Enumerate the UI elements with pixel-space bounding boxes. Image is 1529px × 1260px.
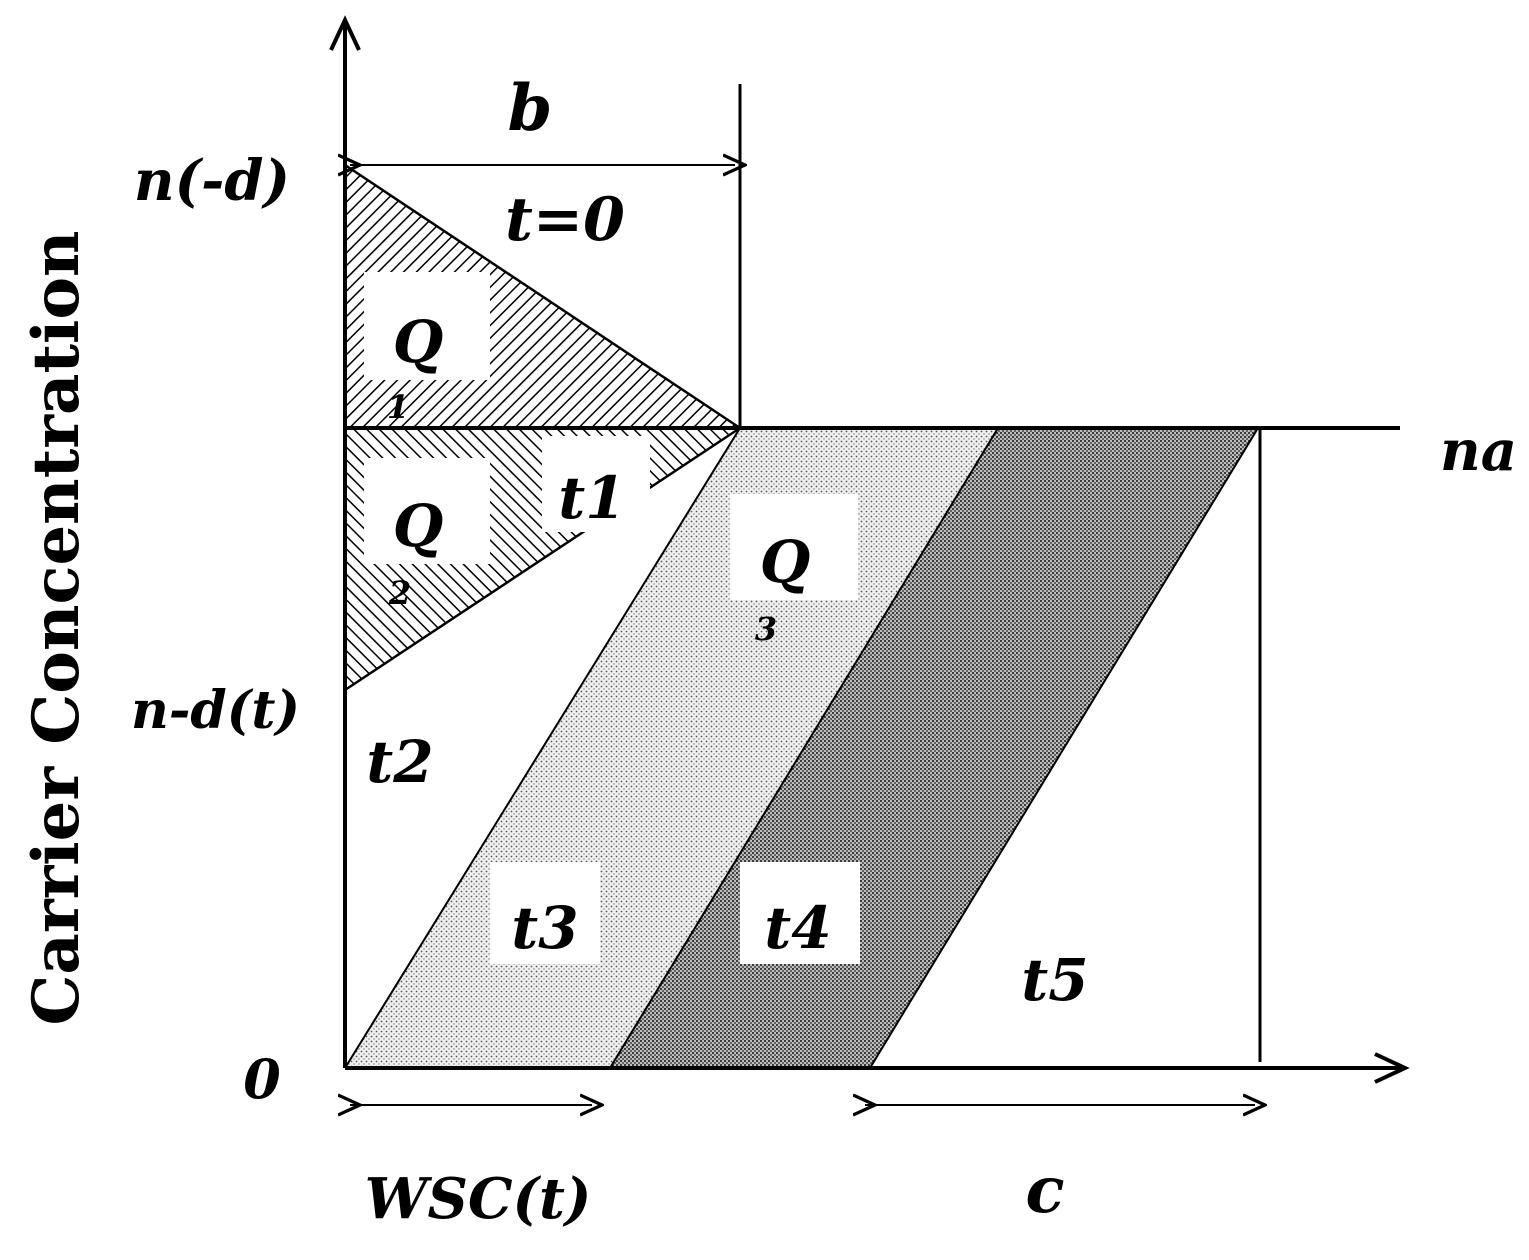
q1-subscript: 1 [387,388,409,426]
q3-subscript: 3 [755,610,777,648]
t1-profile-line [344,426,741,692]
t0-profile-line [344,163,741,430]
wsc-label: WSC(t) [365,1166,592,1232]
y-axis-title: Carrier Concentration [19,230,94,1025]
y-axis-arrow-icon [329,15,361,51]
t4-profile-line [609,427,999,1069]
t4-label: t4 [764,894,831,962]
t5-profile-line [869,427,1259,1069]
q3-label: Q [760,528,811,596]
t5-label: t5 [1021,946,1088,1014]
q2-label: Q [393,492,444,560]
t1-label-box [542,436,650,532]
t3-label-box [490,862,600,964]
b-label: b [508,71,553,146]
na-label: na [1440,418,1517,484]
y-top-label: n(-d) [134,148,290,214]
y-mid-label: n-d(t) [131,680,300,741]
t2-label: t2 [366,728,433,796]
t3-label: t3 [511,894,578,962]
t4-label-box [740,862,860,964]
c-label: c [1026,1153,1065,1228]
q1-label: Q [393,308,444,376]
q3-label-box [730,494,858,600]
q2-subscript: 2 [388,574,411,612]
t3-profile-line [344,427,741,1069]
q2-label-box [364,458,490,564]
t0-label: t=0 [505,185,625,255]
y-zero-label: 0 [243,1047,281,1111]
t1-label: t1 [558,464,625,532]
x-axis-arrow-icon [1374,1052,1410,1084]
q1-label-box [364,272,490,380]
